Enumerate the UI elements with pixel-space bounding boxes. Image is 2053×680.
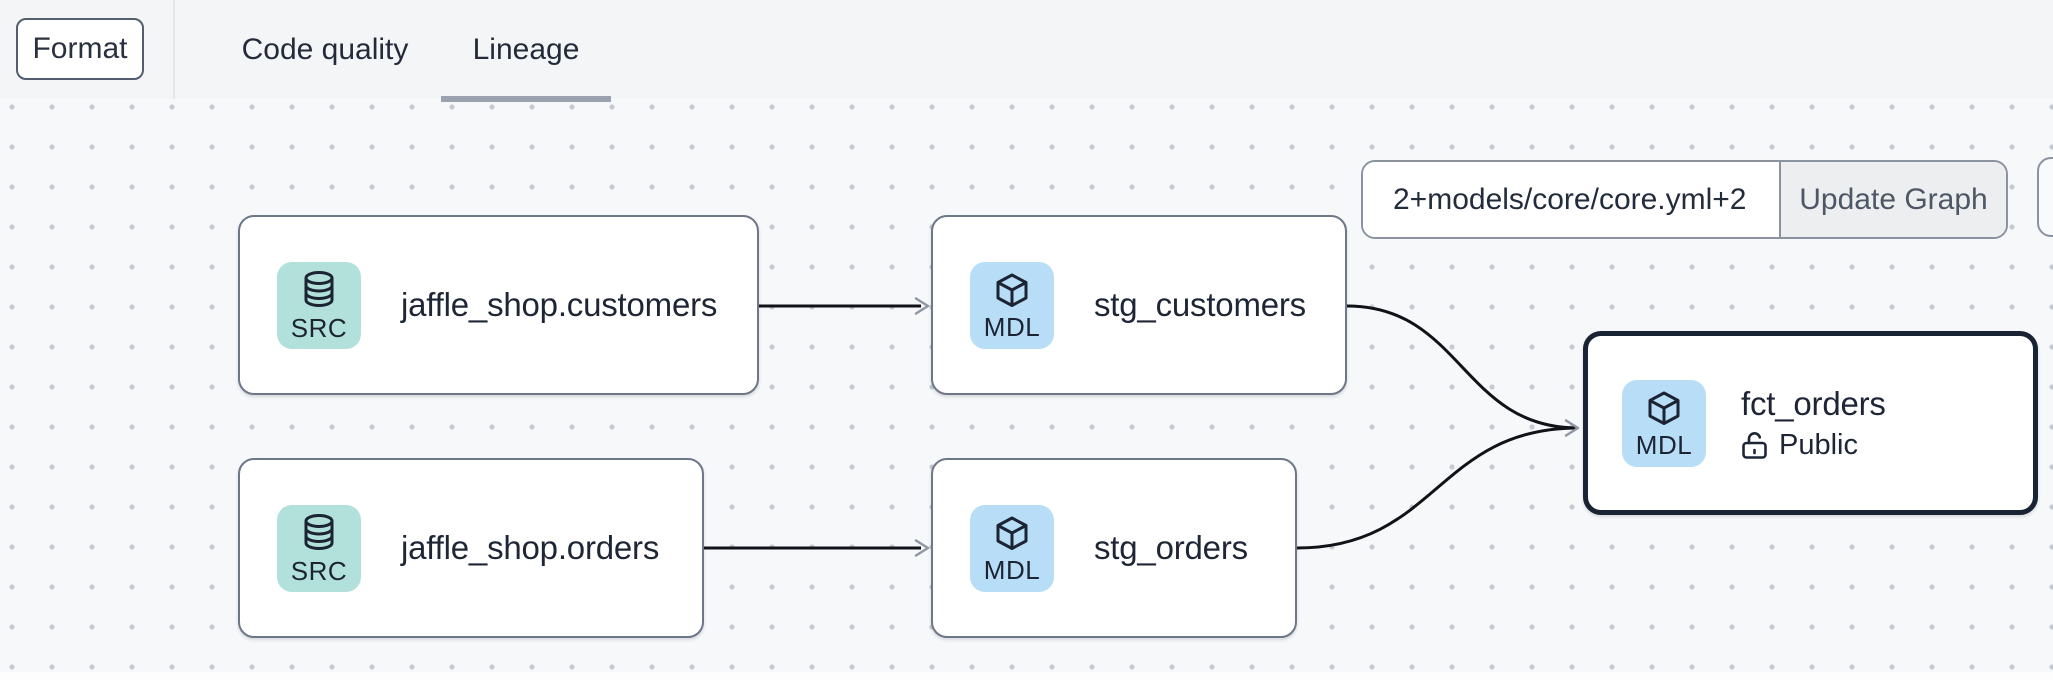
node-title: jaffle_shop.customers [401,286,718,323]
badge-label: MDL [983,554,1041,585]
node-title: fct_orders [1741,384,1886,422]
access-row: Public [1741,429,1886,462]
node-title: jaffle_shop.orders [401,529,660,566]
unlock-icon [1742,432,1767,459]
model-selector-group: Update Graph [1361,160,2008,239]
toolbar-divider [173,0,175,99]
node-jaffle-shop-orders[interactable]: SRC jaffle_shop.orders [238,458,704,638]
cube-icon [996,516,1028,550]
node-title: stg_customers [1094,286,1306,323]
node-fct-orders[interactable]: MDL fct_orders Public [1583,331,2038,515]
model-badge: MDL [970,261,1054,349]
badge-label: SRC [290,555,348,586]
top-toolbar: Format Code quality Lineage [0,0,2053,102]
update-graph-button[interactable]: Update Graph [1779,162,2006,237]
cube-icon [1648,391,1680,425]
tab-lineage[interactable]: Lineage [441,0,611,102]
source-badge: SRC [277,504,361,592]
cube-icon [996,273,1028,307]
tab-code-quality[interactable]: Code quality [241,32,409,66]
database-icon [304,270,334,307]
badge-label: MDL [1635,429,1693,460]
badge-label: SRC [290,312,348,343]
node-stg-orders[interactable]: MDL stg_orders [931,458,1297,638]
model-badge: MDL [1622,379,1706,467]
node-jaffle-shop-customers[interactable]: SRC jaffle_shop.customers [238,215,759,395]
node-title: stg_orders [1094,529,1248,566]
format-button[interactable]: Format [16,18,144,80]
model-selector-input[interactable] [1363,162,1779,237]
clipped-edge-button[interactable] [2037,157,2053,237]
bottom-strip [0,672,2053,680]
model-badge: MDL [970,504,1054,592]
database-icon [304,513,334,550]
node-stg-customers[interactable]: MDL stg_customers [931,215,1347,395]
access-label: Public [1779,428,1858,461]
source-badge: SRC [277,261,361,349]
badge-label: MDL [983,311,1041,342]
